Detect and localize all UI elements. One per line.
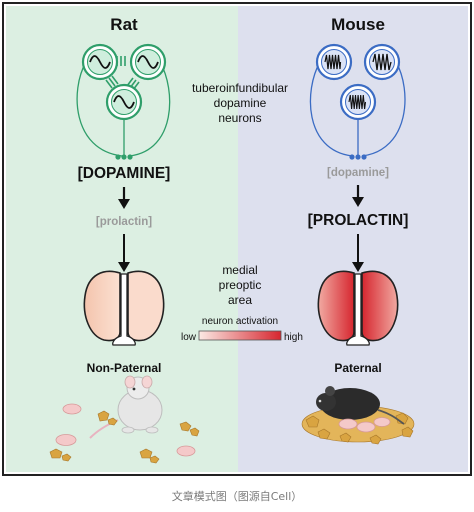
arrow-down-icon [352, 185, 364, 207]
rat-neuron-tonic-bottom [105, 83, 143, 121]
mouse-nest-scene [301, 386, 415, 445]
mouse-title: Mouse [331, 15, 385, 34]
mpoa-label-line1: medial [222, 263, 257, 277]
arrow-down-icon [352, 234, 364, 272]
legend-low-label: low [181, 332, 197, 343]
rat-neuron-tonic-right [129, 43, 167, 81]
mouse-neuron-phasic-left [315, 43, 353, 81]
pup-icon [338, 417, 391, 433]
mouse-terminals [349, 154, 367, 160]
neurons-label-line1: tuberoinfundibular [192, 81, 288, 95]
mouse-prolactin-label: [PROLACTIN] [308, 212, 409, 229]
rat-neuron-tonic-left [81, 43, 119, 81]
legend-high-label: high [284, 332, 303, 343]
rat-nest-scene [49, 375, 200, 464]
rat-panel [6, 6, 238, 472]
paternal-behavior-figure: Rat [DOPAMINE] [prolactin] [2, 2, 472, 476]
mpoa-label-line3: area [228, 293, 252, 307]
figure-caption: 文章模式图（图源自Cell） [171, 490, 303, 503]
rat-outcome-label: Non-Paternal [87, 361, 162, 375]
mouse-outcome-label: Paternal [334, 361, 381, 375]
nesting-material [301, 405, 415, 445]
nesting-material [49, 410, 200, 464]
rat-prolactin-label: [prolactin] [96, 216, 152, 228]
rat-dopamine-label: [DOPAMINE] [78, 165, 171, 182]
mouse-neuron-phasic-right [363, 43, 401, 81]
arrow-down-icon [118, 234, 130, 272]
neurons-label-line2: dopamine [214, 96, 267, 110]
neurons-label-line3: neurons [218, 111, 261, 125]
pup-icon [55, 403, 196, 457]
legend-title: neuron activation [202, 316, 278, 327]
arrow-down-icon [118, 187, 130, 209]
legend-gradient-bar [198, 330, 282, 341]
rat-terminals [115, 154, 133, 160]
mouse-icon [316, 386, 405, 425]
mouse-mpoa-brain [317, 270, 399, 346]
rat-title: Rat [110, 15, 138, 34]
rat-icon [89, 375, 163, 439]
mouse-neuron-phasic-bottom [339, 83, 377, 121]
mpoa-label-line2: preoptic [219, 278, 262, 292]
mouse-dopamine-label: [dopamine] [327, 167, 389, 179]
rat-mpoa-brain [83, 270, 165, 346]
